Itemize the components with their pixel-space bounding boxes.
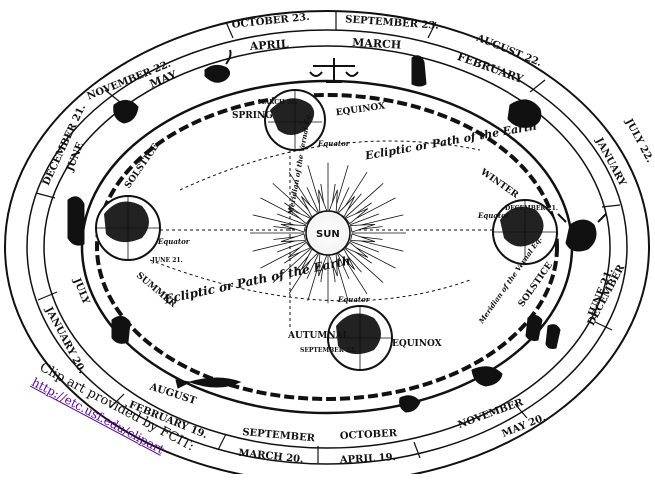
label-december-date: DECEMBER 21.: [505, 205, 558, 212]
inner-month-july: JULY: [71, 276, 92, 307]
globe-june-solstice: [96, 196, 160, 260]
outer-month-jul22: JULY 22.: [622, 116, 655, 164]
aries-icon: [400, 396, 420, 412]
taurus-icon: [472, 367, 502, 386]
virgo-icon: [412, 56, 426, 86]
cancer-icon: [558, 214, 606, 251]
sun-spike: [346, 209, 368, 224]
aquarius-icon: [112, 316, 130, 343]
inner-month-october: OCTOBER: [340, 428, 398, 442]
label-equator-bottom: Equator: [337, 295, 371, 304]
sun-label: SUN: [316, 229, 340, 240]
sun-spike: [301, 196, 317, 216]
sun-spike: [329, 190, 337, 212]
inner-month-september: SEPTEMBER: [242, 427, 316, 444]
label-winter: WINTER: [478, 167, 521, 201]
label-spring: SPRING: [232, 111, 273, 121]
outer-month-may20: MAY 20.: [500, 412, 547, 440]
inner-month-march: MARCH: [352, 36, 402, 52]
label-september-date: SEPTEMBER 22.: [300, 347, 356, 354]
libra-icon: [310, 58, 358, 82]
inner-month-april: APRIL: [248, 37, 289, 53]
sun-spike: [338, 196, 354, 216]
label-equator-left: Equator: [157, 237, 191, 246]
sun-spike: [288, 242, 310, 257]
label-equator-right: Equator: [477, 211, 511, 220]
capricorn-icon: [68, 197, 84, 245]
sun-spike: [319, 190, 327, 212]
gemini-icon: [526, 315, 560, 348]
label-equinox-top: EQUINOX: [335, 101, 386, 118]
outer-month-mar20: MARCH 20.: [238, 448, 304, 466]
label-equator-top: Equator: [317, 139, 351, 148]
sagittarius-icon: [114, 100, 138, 123]
label-equinox-bottom: EQUINOX: [392, 339, 442, 349]
label-march-date: MARCH 20.: [258, 99, 297, 106]
label-autumnal: AUTUMNAL: [287, 331, 350, 341]
label-june-date: JUNE 21.: [151, 257, 183, 264]
label-ecliptic-bottom: Ecliptic or Path of the Earth: [162, 253, 352, 306]
outer-month-sep23: SEPTEMBER 23.: [345, 14, 439, 32]
outer-month-apr19: APRIL 19.: [339, 452, 397, 466]
scorpio-icon: [205, 50, 231, 82]
inner-month-january: JANUARY: [593, 135, 628, 189]
